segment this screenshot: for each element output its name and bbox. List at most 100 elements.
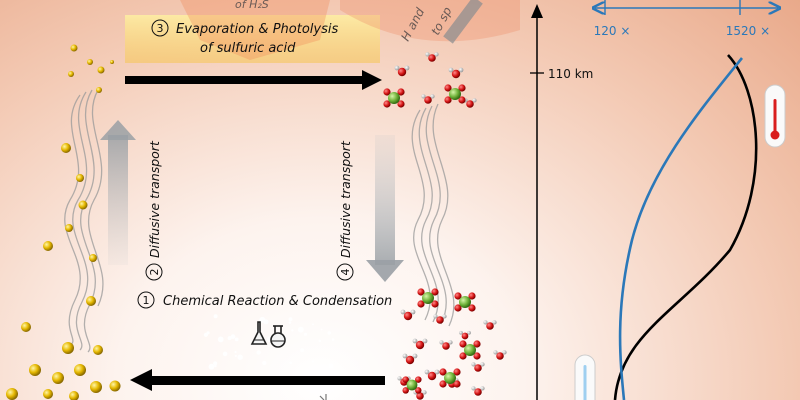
- sulfur-atom: [464, 344, 476, 356]
- condensation-arrow: [130, 369, 385, 391]
- sulfur-particle: [74, 364, 86, 376]
- hydrogen-atom: [434, 369, 440, 375]
- hydrogen-atom: [422, 338, 428, 344]
- oxygen-atom: [473, 352, 481, 360]
- oxygen-atom: [383, 88, 391, 96]
- oxygen-atom: [416, 392, 424, 400]
- oxygen-atom: [405, 355, 415, 365]
- droplet: [267, 344, 270, 347]
- oxygen-atom: [402, 376, 409, 383]
- droplet: [214, 364, 217, 368]
- sulfur-atom: [459, 296, 471, 308]
- sulfur-particle: [89, 254, 97, 262]
- oxygen-atom: [459, 340, 467, 348]
- streamlines-right: [411, 103, 455, 327]
- oxygen-atom: [451, 69, 461, 79]
- oxygen-atom: [444, 84, 452, 92]
- hydrogen-atom: [412, 353, 418, 359]
- droplet: [203, 332, 208, 337]
- oxygen-atom: [415, 340, 425, 350]
- temperature-profile-curve: [613, 54, 758, 400]
- hydrogen-atom: [430, 94, 435, 99]
- droplet: [300, 348, 305, 353]
- droplet: [217, 336, 224, 343]
- hydrogen-atom: [400, 309, 406, 315]
- hydrogen-atom: [472, 98, 477, 103]
- hydrogen-atom: [471, 386, 476, 391]
- oxygen-atom: [431, 288, 439, 296]
- droplet: [288, 317, 293, 322]
- droplet: [289, 361, 293, 365]
- oxygen-atom: [496, 352, 504, 360]
- droplet: [288, 321, 292, 324]
- sulfur-particle: [43, 241, 53, 251]
- hydrogen-atom: [434, 52, 439, 57]
- sulfur-particle: [69, 391, 79, 400]
- hydrogen-atom: [433, 314, 438, 319]
- droplet: [237, 354, 243, 360]
- step-4-number: 4: [339, 269, 352, 276]
- hydrogen-atom: [448, 67, 454, 73]
- oxygen-atom: [458, 96, 466, 104]
- hydrogen-atom: [394, 65, 400, 71]
- droplet: [227, 336, 232, 341]
- oxygen-atom: [453, 368, 461, 376]
- thermometer-cold-icon: [574, 354, 596, 400]
- sulfur-particle: [96, 87, 102, 93]
- step-3-label: 3 Evaporation & Photolysis of sulfuric a…: [151, 19, 338, 56]
- hydrogen-atom: [493, 350, 498, 355]
- sulfur-particle: [90, 381, 102, 393]
- hydrogen-atom: [404, 65, 410, 71]
- sulfur-atom: [388, 92, 400, 104]
- step-2-text: Diffusive transport: [147, 140, 162, 258]
- sulfur-particle: [43, 389, 53, 399]
- droplet: [213, 314, 218, 319]
- sulfur-atom: [449, 88, 461, 100]
- droplet: [213, 361, 218, 366]
- oxygen-atom: [417, 288, 425, 296]
- step-2-number: 2: [148, 269, 161, 276]
- hydrogen-atom: [402, 353, 408, 359]
- hydrogen-atom: [397, 376, 402, 381]
- oxygen-atom: [459, 352, 467, 360]
- step-1-number: 1: [143, 294, 150, 307]
- upward-transport-arrow: [100, 120, 136, 265]
- step-2-label: 2 Diffusive transport: [145, 140, 163, 281]
- sulfur-particles: [6, 44, 121, 400]
- molecules: [383, 52, 507, 400]
- droplet: [230, 334, 236, 339]
- oxygen-atom: [474, 364, 482, 372]
- step-4-label: 4 Diffusive transport: [336, 140, 354, 281]
- oxygen-atom: [454, 304, 462, 312]
- oxygen-atom: [415, 376, 422, 383]
- streamlines-left: [64, 89, 104, 353]
- enhancement-profile-curve: [618, 57, 744, 400]
- enhancement-scale: 120 × 1520 ×: [594, 0, 778, 38]
- hydrogen-atom: [421, 94, 426, 99]
- sulfur-atom: [406, 379, 418, 391]
- oxygen-atom: [468, 304, 476, 312]
- droplet: [311, 360, 315, 363]
- escape-arrow: [443, 0, 483, 44]
- hydrogen-atom: [422, 390, 427, 395]
- step-1-text: Chemical Reaction & Condensation: [163, 294, 392, 309]
- sulfur-particle: [62, 342, 74, 354]
- droplet: [234, 350, 237, 354]
- sulfur-particle: [110, 60, 114, 64]
- altitude-label: 110 km: [548, 67, 593, 81]
- hydrogen-atom: [502, 350, 507, 355]
- oxygen-atom: [428, 54, 436, 62]
- droplet: [208, 363, 215, 370]
- droplet: [234, 337, 239, 342]
- oxygen-atom: [458, 84, 466, 92]
- sulfur-particle: [86, 296, 96, 306]
- hydrogen-atom: [459, 330, 463, 335]
- oxygen-atom: [403, 311, 413, 321]
- droplet: [297, 326, 304, 333]
- sulfur-particle: [93, 345, 103, 355]
- oxygen-atom: [461, 332, 469, 340]
- sulfur-particle: [87, 59, 93, 65]
- oxygen-atom: [397, 100, 405, 108]
- droplet: [291, 329, 294, 332]
